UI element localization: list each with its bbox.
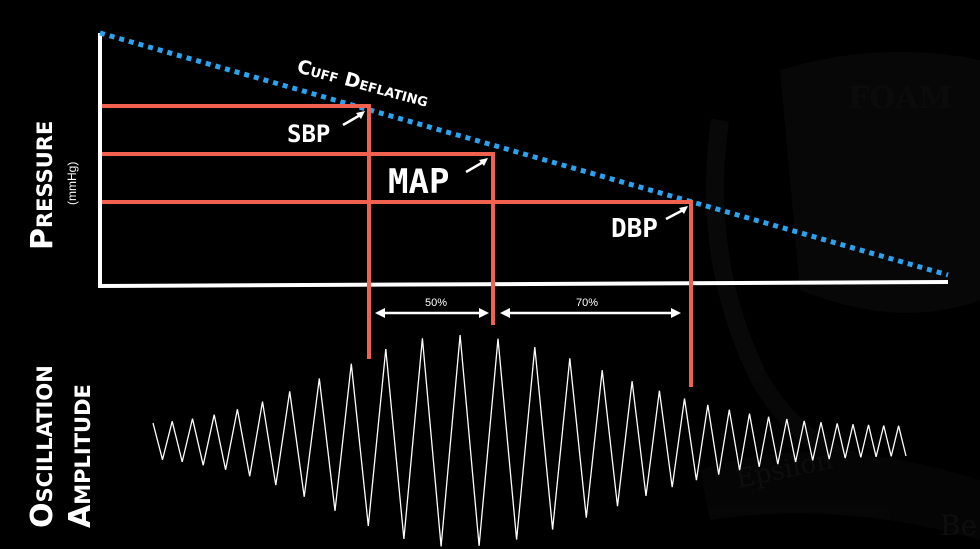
watermark-text: FOAM (848, 81, 952, 116)
pressure-unit: (mmHg) (65, 162, 79, 205)
oscillation-waveform (152, 335, 907, 547)
pct-70-label: 70% (576, 297, 598, 309)
dbp-label: DBP (611, 214, 658, 244)
cuff-deflating-line (99, 30, 949, 278)
sbp-label: SBP (287, 120, 330, 148)
watermark-crest: FOAM Epsilon Be (700, 52, 980, 542)
map-label: MAP (388, 162, 449, 202)
watermark-corner-text: Be (940, 509, 977, 542)
pressure-label: Pressure (25, 121, 60, 250)
cuff-deflating-label: Cuff Deflating (295, 56, 431, 112)
pct-50-label: 50% (425, 297, 447, 309)
oscillation-label: Oscillation (25, 365, 60, 528)
amplitude-label: Amplitude (63, 384, 98, 528)
x-axis (97, 280, 949, 288)
